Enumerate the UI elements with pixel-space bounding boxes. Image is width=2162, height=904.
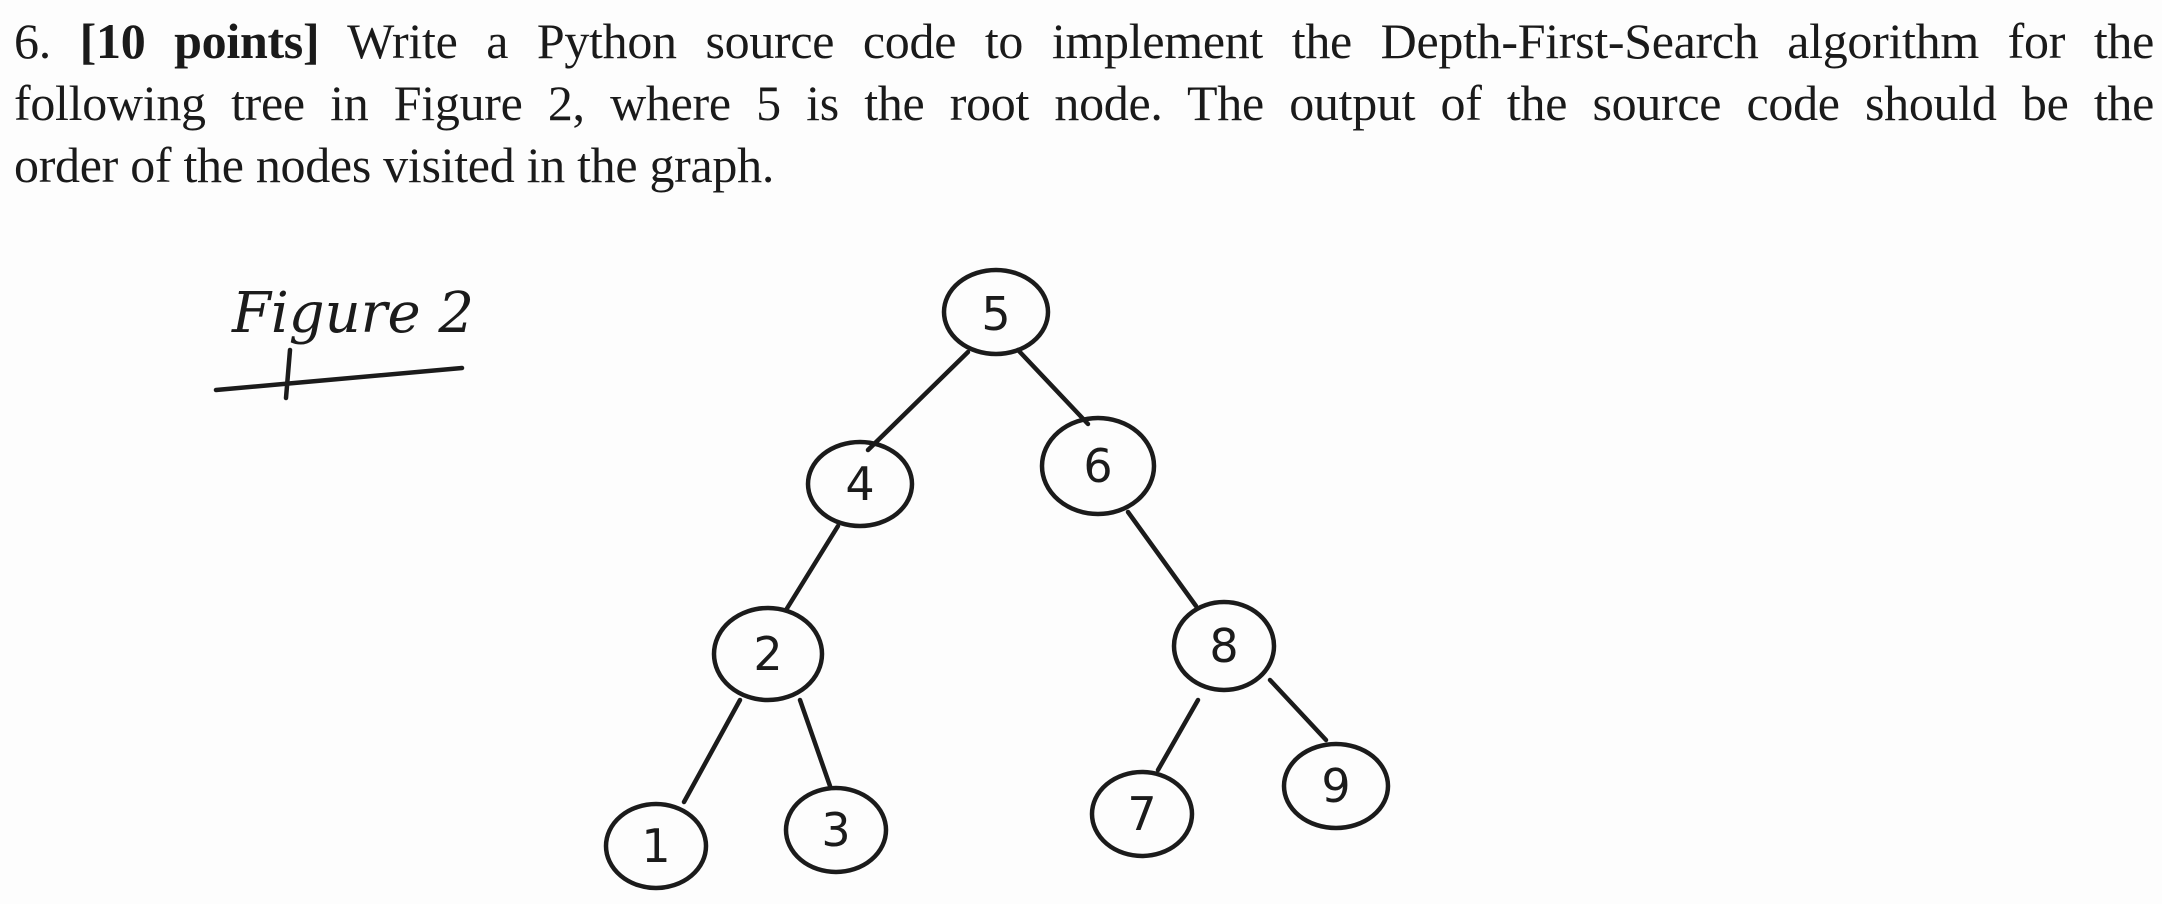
figure-label-descender <box>283 347 293 401</box>
tree-node-1: 1 <box>603 801 709 891</box>
node-circle <box>941 267 1051 357</box>
tree-node-7: 7 <box>1089 769 1195 859</box>
edge-4-2 <box>783 523 841 613</box>
question-line-1: 6. [10 points] Write a Python source cod… <box>14 10 2154 72</box>
node-circle <box>1089 769 1195 859</box>
edge-2-3 <box>797 697 833 789</box>
edge-8-9 <box>1267 677 1329 743</box>
node-label: 1 <box>641 819 670 873</box>
node-label: 2 <box>753 627 782 681</box>
figure-label: Figure 2 <box>231 281 474 346</box>
node-circle <box>783 785 889 875</box>
node-label: 5 <box>981 287 1010 341</box>
node-circle <box>1039 415 1157 517</box>
node-label: 9 <box>1321 759 1350 813</box>
edge-5-6 <box>1015 347 1091 427</box>
tree-node-5: 5 <box>941 267 1051 357</box>
tree-node-3: 3 <box>783 785 889 875</box>
node-circle <box>805 439 915 529</box>
tree-node-2: 2 <box>711 605 825 703</box>
tree-node-6: 6 <box>1039 415 1157 517</box>
node-circle <box>603 801 709 891</box>
tree-node-4: 4 <box>805 439 915 529</box>
node-label: 4 <box>845 457 874 511</box>
tree-node-9: 9 <box>1281 741 1391 831</box>
question-text: 6. [10 points] Write a Python source cod… <box>14 10 2154 196</box>
question-line-3: order of the nodes visited in the graph. <box>14 137 775 193</box>
edge-2-1 <box>681 697 743 805</box>
figure-label-underline <box>213 365 465 393</box>
question-number: 6. <box>14 13 51 69</box>
edge-6-8 <box>1125 509 1199 609</box>
question-line-2: following tree in Figure 2, where 5 is t… <box>14 75 2154 131</box>
question-points: [10 points] <box>79 13 320 69</box>
question-line-1-rest: Write a Python source code to implement … <box>347 13 2155 69</box>
node-label: 8 <box>1209 619 1238 673</box>
node-label: 6 <box>1083 439 1112 493</box>
edge-8-7 <box>1155 697 1201 773</box>
node-circle <box>711 605 825 703</box>
node-label: 3 <box>821 803 850 857</box>
node-circle <box>1171 599 1277 693</box>
edge-5-4 <box>865 349 971 453</box>
tree-node-8: 8 <box>1171 599 1277 693</box>
node-circle <box>1281 741 1391 831</box>
node-label: 7 <box>1127 787 1156 841</box>
